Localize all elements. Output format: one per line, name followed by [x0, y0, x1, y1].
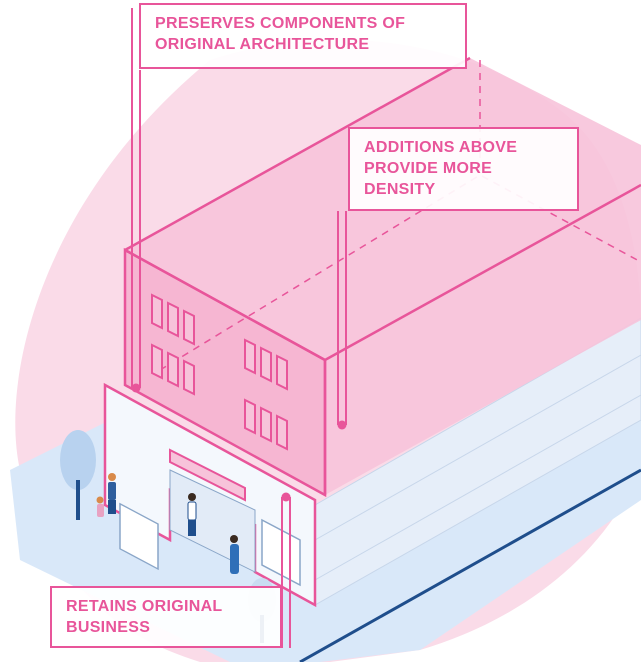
storefront-window-left — [119, 502, 159, 571]
upper-windows-left — [151, 293, 195, 396]
people-figures — [96, 473, 239, 574]
callout-preserves-architecture: PRESERVES COMPONENTS OF ORIGINAL ARCHITE… — [139, 3, 467, 69]
upper-windows-right — [244, 338, 288, 451]
addition-outline — [124, 56, 641, 495]
street-curb — [299, 468, 641, 662]
side-stripe — [314, 354, 641, 541]
leader-lines — [131, 8, 347, 648]
side-stripe-2 — [314, 394, 641, 581]
store-sign — [169, 448, 246, 502]
tree-left — [60, 430, 96, 520]
leader-dots — [131, 383, 347, 502]
callout-additions-density: ADDITIONS ABOVE PROVIDE MORE DENSITY — [348, 127, 579, 211]
ground-plane — [10, 330, 641, 662]
callout-retains-business: RETAINS ORIGINAL BUSINESS — [50, 586, 282, 648]
